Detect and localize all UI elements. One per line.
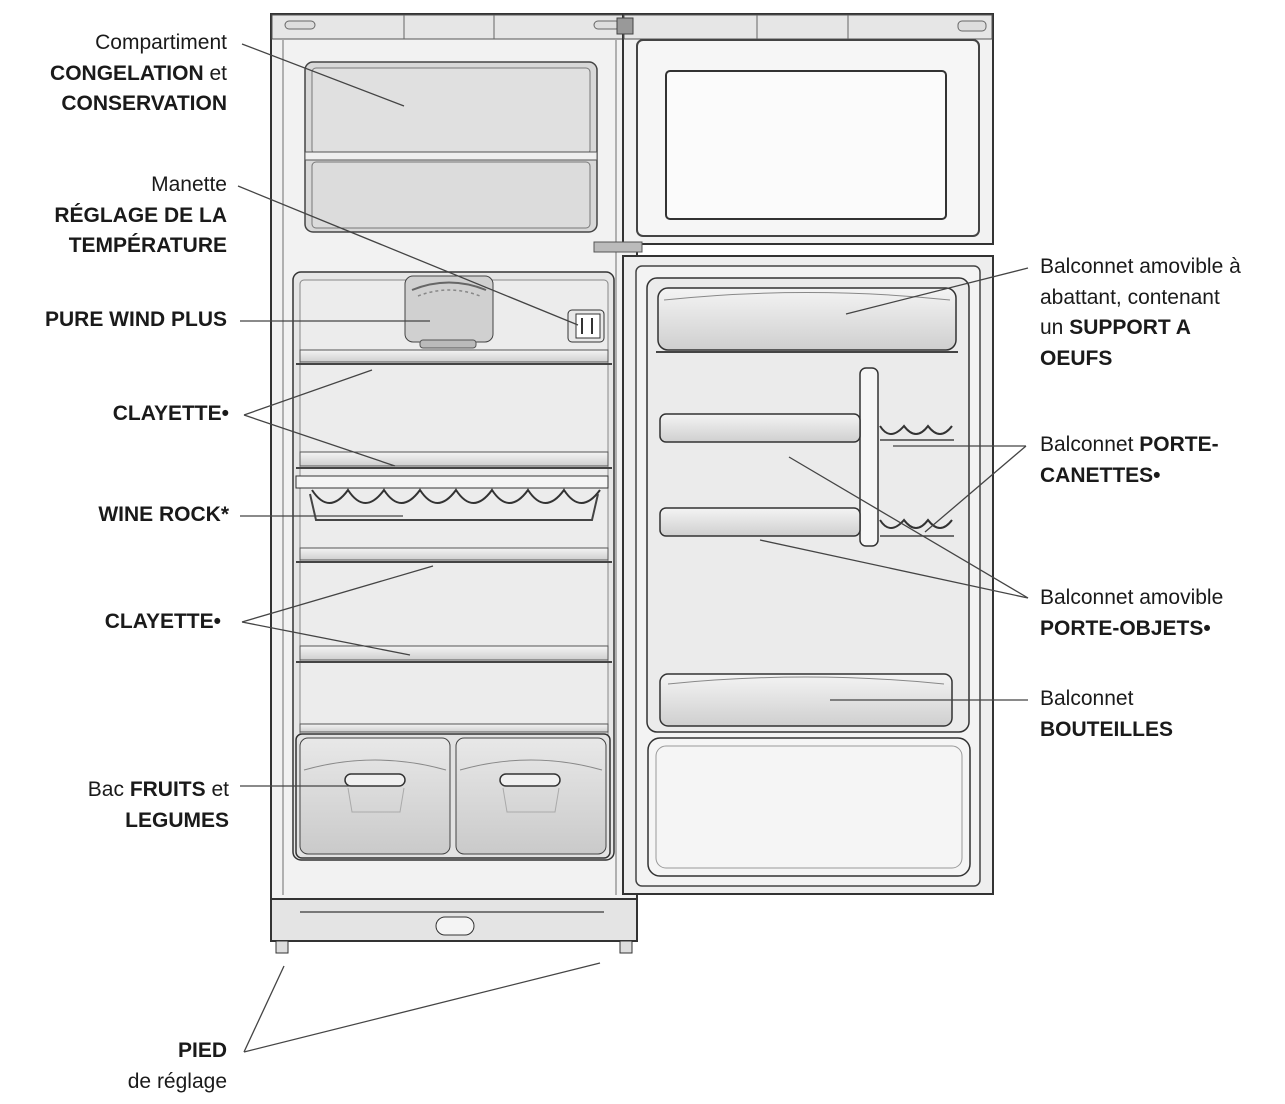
label-pied: PIED de réglage (128, 1036, 227, 1097)
label-porte-canettes: Balconnet PORTE- CANETTES• (1040, 430, 1219, 491)
label-wine-rock: WINE ROCK* (98, 500, 229, 531)
object-balcony-2 (660, 508, 860, 536)
label-clayette-1: CLAYETTE• (113, 399, 229, 430)
label-bouteilles: Balconnet BOUTEILLES (1040, 684, 1173, 745)
shelf-3 (296, 548, 612, 562)
door-bottom-bin (648, 738, 970, 876)
fridge-base (271, 899, 637, 953)
label-congelation: Compartiment CONGELATION et CONSERVATION (50, 28, 227, 120)
object-balcony-1 (660, 414, 860, 442)
freezer-compartment (305, 62, 597, 232)
shelf-4 (296, 646, 612, 662)
shelf-2 (296, 452, 612, 468)
label-manette: Manette RÉGLAGE DE LA TEMPÉRATURE (54, 170, 227, 262)
label-balconnet-oeufs: Balconnet amovible à abattant, contenant… (1040, 252, 1241, 374)
shelf-5 (300, 724, 608, 732)
freezer-door (594, 14, 993, 252)
shelf-1 (296, 350, 612, 364)
label-clayette-2: CLAYETTE• (105, 607, 221, 638)
label-pure-wind: PURE WIND PLUS (45, 305, 227, 336)
pure-wind-unit (405, 276, 493, 348)
label-bac-fruits: Bac FRUITS et LEGUMES (88, 775, 229, 836)
temperature-knob (568, 310, 604, 342)
crisper-bins (296, 734, 610, 858)
label-porte-objets: Balconnet amovible PORTE-OBJETS• (1040, 583, 1223, 644)
